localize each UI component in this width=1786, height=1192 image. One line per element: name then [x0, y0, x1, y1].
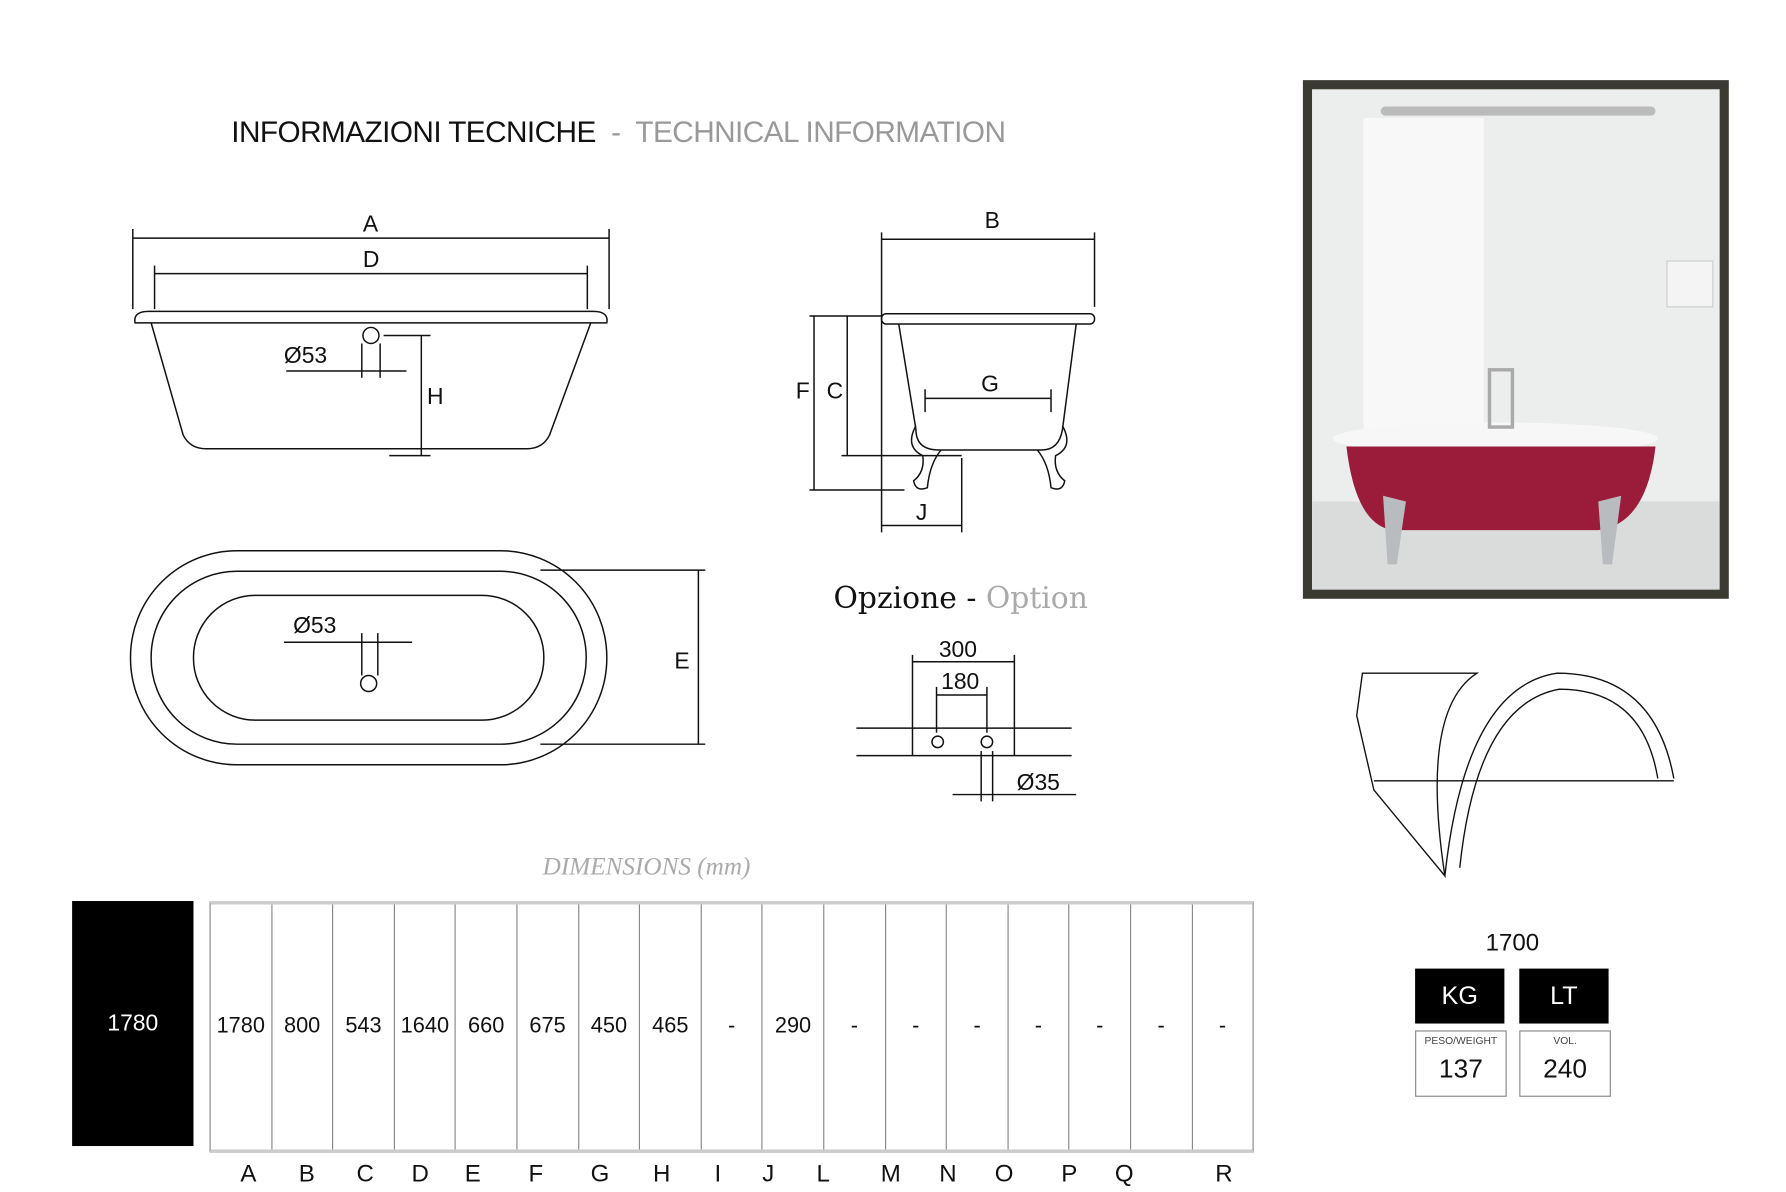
end-view-drawing: B F C G J — [796, 207, 1096, 533]
column-label-d: D — [411, 1160, 429, 1188]
label-h: H — [427, 383, 444, 409]
bathtub-image — [1312, 89, 1720, 590]
label-d53: Ø53 — [284, 342, 327, 368]
label-f: F — [796, 377, 810, 403]
column-label-p: P — [1061, 1160, 1078, 1188]
dimension-cell-g: 450 — [577, 904, 639, 1150]
column-label-n: N — [939, 1160, 957, 1188]
specs-model: 1700 — [1485, 929, 1540, 956]
weight-unit: KG — [1415, 968, 1505, 1024]
dimension-cell-r: - — [1191, 904, 1252, 1150]
label-180: 180 — [941, 668, 979, 694]
volume-label: VOL. — [1553, 1034, 1577, 1047]
column-label-r: R — [1215, 1160, 1233, 1188]
column-label-j: J — [762, 1160, 775, 1188]
option-title-it: Opzione — [833, 581, 957, 616]
label-300: 300 — [939, 636, 977, 662]
dimension-cell-l: - — [823, 904, 884, 1150]
dimension-cell-h: 465 — [639, 904, 700, 1150]
column-label-c: C — [356, 1160, 374, 1188]
column-label-h: H — [653, 1160, 671, 1188]
label-d53-top: Ø53 — [293, 612, 336, 638]
model-cell: 1780 — [72, 901, 194, 1147]
page-title: INFORMAZIONI TECNICHE - TECHNICAL INFORM… — [231, 114, 1006, 149]
volume-value: 240 — [1543, 1053, 1588, 1084]
column-label-g: G — [590, 1160, 610, 1188]
edge-profile-drawing — [1356, 672, 1675, 879]
top-view-drawing: Ø53 E — [129, 549, 706, 766]
column-label-e: E — [464, 1160, 481, 1188]
weight-box: PESO/WEIGHT 137 — [1415, 1030, 1507, 1097]
dimension-cell-o: - — [1007, 904, 1068, 1150]
option-separator: - — [966, 581, 977, 616]
dimension-cell-i: - — [700, 904, 761, 1150]
label-b: B — [985, 207, 1000, 233]
dimension-cell-d: 1640 — [393, 904, 455, 1150]
volume-box: VOL. 240 — [1519, 1030, 1611, 1097]
column-label-i: I — [714, 1160, 722, 1188]
column-label-o: O — [994, 1160, 1014, 1188]
technical-drawings: A D Ø53 H B F C G J — [129, 207, 1096, 802]
column-label-l: L — [816, 1160, 830, 1188]
dimension-cell-p: - — [1068, 904, 1130, 1150]
dimension-cell-c: 543 — [332, 904, 393, 1150]
option-title: Opzione - Option — [833, 582, 1087, 616]
label-j: J — [916, 499, 927, 525]
dimensions-title: DIMENSIONS (mm) — [542, 851, 751, 881]
label-e: E — [674, 648, 689, 674]
label-d35: Ø35 — [1017, 769, 1060, 795]
product-photo — [1302, 80, 1729, 599]
column-label-m: M — [880, 1160, 901, 1188]
dimension-cell-q: - — [1129, 904, 1191, 1150]
label-d: D — [363, 246, 380, 272]
column-label-b: B — [298, 1160, 315, 1188]
option-title-en: Option — [985, 581, 1088, 616]
dimension-cell-j: 290 — [761, 904, 823, 1150]
label-g: G — [981, 371, 999, 397]
column-label-q: Q — [1114, 1160, 1134, 1188]
title-en: TECHNICAL INFORMATION — [635, 114, 1006, 149]
dimension-cell-m: - — [884, 904, 945, 1150]
weight-value: 137 — [1438, 1053, 1483, 1084]
label-a: A — [363, 210, 379, 236]
dimension-cell-a: 1780 — [216, 1014, 265, 1039]
dimension-cell-b: 800 — [270, 904, 332, 1150]
title-it: INFORMAZIONI TECNICHE — [231, 114, 596, 149]
weight-label: PESO/WEIGHT — [1424, 1034, 1498, 1047]
option-drawing: 300 180 Ø35 — [856, 636, 1077, 802]
column-label-f: F — [528, 1160, 544, 1188]
column-label-a: A — [240, 1160, 257, 1188]
title-separator: - — [611, 114, 621, 149]
side-view-drawing: A D Ø53 H — [132, 210, 610, 457]
volume-unit: LT — [1519, 968, 1609, 1024]
dimension-cell-n: - — [945, 904, 1007, 1150]
label-c: C — [827, 377, 844, 403]
dimension-cell-e: 660 — [454, 904, 516, 1150]
dimension-cell-f: 675 — [516, 904, 577, 1150]
